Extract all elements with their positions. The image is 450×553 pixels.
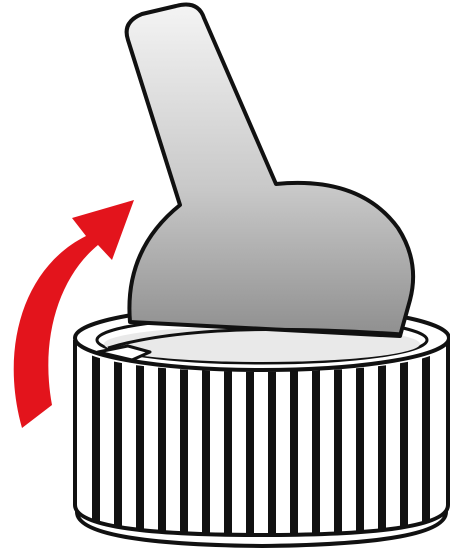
cap-rib xyxy=(114,340,122,540)
cap-rib xyxy=(92,340,100,540)
cap-rib xyxy=(180,340,188,540)
cap-rib xyxy=(158,340,166,540)
cap-rib xyxy=(422,340,430,540)
cap-rib xyxy=(356,340,364,540)
cap-rib xyxy=(400,340,408,540)
cap-rib xyxy=(334,340,342,540)
cap-rib xyxy=(136,340,144,540)
cap-rib xyxy=(378,340,386,540)
pull-tab-seal xyxy=(108,5,413,349)
